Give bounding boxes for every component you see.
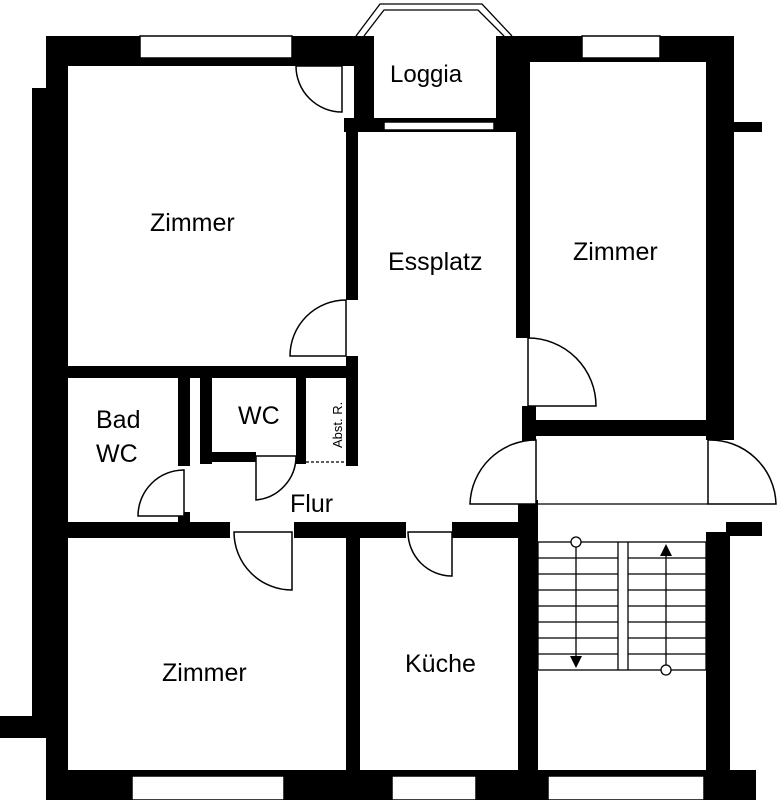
window-zimmer-top-right	[581, 35, 661, 59]
door-wc	[255, 455, 297, 501]
label-essplatz: Essplatz	[388, 248, 482, 276]
label-flur: Flur	[290, 490, 333, 518]
interior-walls	[46, 52, 734, 800]
staircase	[537, 536, 707, 676]
stair-arrowhead-down	[570, 656, 582, 668]
loggia-bay	[295, 3, 528, 132]
windows-top	[139, 35, 661, 59]
door-zimmer-top-right	[527, 337, 597, 407]
label-zimmer-bottom-left: Zimmer	[162, 659, 247, 687]
door-entrance-right	[707, 439, 777, 505]
room-labels: Loggia Zimmer Essplatz Zimmer Bad WC WC …	[96, 61, 658, 687]
loggia-door	[295, 65, 343, 113]
label-zimmer-top-left: Zimmer	[150, 209, 235, 237]
window-zimmer-bottom	[131, 775, 285, 800]
door-entrance-left	[469, 439, 537, 505]
loggia-window	[383, 121, 495, 131]
label-kueche: Küche	[405, 650, 476, 678]
label-zimmer-top-right: Zimmer	[573, 238, 658, 266]
stair-start-marker	[660, 664, 672, 676]
window-zimmer-top-left	[139, 35, 293, 59]
label-loggia: Loggia	[390, 61, 463, 88]
door-kueche	[407, 531, 453, 577]
door-bad	[137, 469, 185, 517]
window-kueche	[391, 775, 477, 800]
outer-walls	[0, 36, 762, 800]
stair-start-marker	[570, 536, 582, 548]
label-abstellraum: Abst. R.	[330, 402, 345, 448]
door-zimmer-top-left	[289, 299, 347, 357]
stair-arrowhead-up	[660, 544, 672, 556]
label-bad: Bad	[96, 406, 140, 434]
door-zimmer-bottom	[233, 531, 293, 591]
windows-bottom	[131, 775, 705, 800]
label-wc: WC	[238, 402, 280, 430]
label-bad-wc: WC	[96, 440, 138, 468]
window-stairs	[547, 775, 705, 800]
doors	[137, 299, 777, 591]
